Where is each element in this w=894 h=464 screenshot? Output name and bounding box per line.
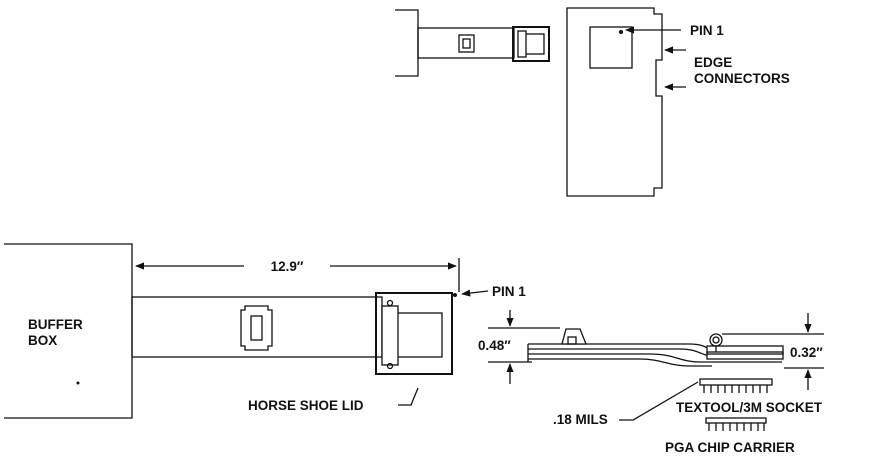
pin1-label-top: PIN 1 xyxy=(690,23,724,38)
pin1-arrow-bottom xyxy=(461,289,489,297)
side-clamp-window xyxy=(567,336,577,345)
pin1-dot-bottom xyxy=(453,293,457,297)
textool-socket-label: TEXTOOL/3M SOCKET xyxy=(676,400,823,415)
small-cable-connector xyxy=(458,34,475,53)
cable-layer-4 xyxy=(528,358,712,367)
edge-connectors-label-2: CONNECTORS xyxy=(694,71,790,86)
pin1-dot-top xyxy=(619,30,623,34)
small-connector-slot xyxy=(462,38,471,49)
small-horse-shoe-lid xyxy=(512,26,550,62)
dimension-length-label: 12.9″ xyxy=(271,259,304,274)
small-lid-opening xyxy=(523,33,545,55)
lid-screw-bottom xyxy=(386,362,394,370)
horse-shoe-lid xyxy=(375,292,453,375)
socket-stripe xyxy=(706,351,784,355)
small-probe-view xyxy=(395,9,550,77)
small-buffer-box-edge xyxy=(395,9,419,77)
pin1-label-bottom: PIN 1 xyxy=(492,284,526,299)
chip-carrier-view: PIN 1 EDGE CONNECTORS xyxy=(566,7,790,197)
height-left-label: 0.48″ xyxy=(478,338,511,353)
pga-chip-carrier-pins xyxy=(708,423,765,431)
pga-chip-carrier xyxy=(705,417,767,424)
side-view: 0.48″ 0.32″ TEXTOOL/3M SOCKET .18 MILS xyxy=(478,310,824,455)
carrier-die xyxy=(589,26,633,69)
buffer-box-label-2: BOX xyxy=(28,333,57,348)
height-right-label: 0.32″ xyxy=(790,345,823,360)
buffer-probe-view: BUFFER BOX 12.9″ PIN 1 HORSE SHOE LID xyxy=(4,243,526,419)
mils-callout-line xyxy=(619,381,699,421)
textool-socket xyxy=(699,378,773,386)
pga-chip-carrier-label: PGA CHIP CARRIER xyxy=(665,440,795,455)
textool-socket-pins xyxy=(703,385,768,393)
small-cable xyxy=(417,27,515,59)
alignment-post-inner xyxy=(712,336,720,344)
edge-connectors-label-1: EDGE xyxy=(694,55,732,70)
cable-connector-slot xyxy=(250,315,263,341)
cable-connector xyxy=(240,305,273,351)
cable-layer-3 xyxy=(528,353,782,363)
alignment-post xyxy=(709,333,723,347)
carrier-outline xyxy=(566,7,663,197)
horse-shoe-lid-label: HORSE SHOE LID xyxy=(248,398,364,413)
lid-clamp xyxy=(381,305,399,366)
lid-screw-top xyxy=(386,299,394,307)
small-lid-clamp xyxy=(517,30,527,58)
lid-callout-line xyxy=(398,387,419,406)
mils-label: .18 MILS xyxy=(553,412,608,427)
buffer-box-label-1: BUFFER xyxy=(28,317,83,332)
buffer-box-speck xyxy=(76,381,80,385)
